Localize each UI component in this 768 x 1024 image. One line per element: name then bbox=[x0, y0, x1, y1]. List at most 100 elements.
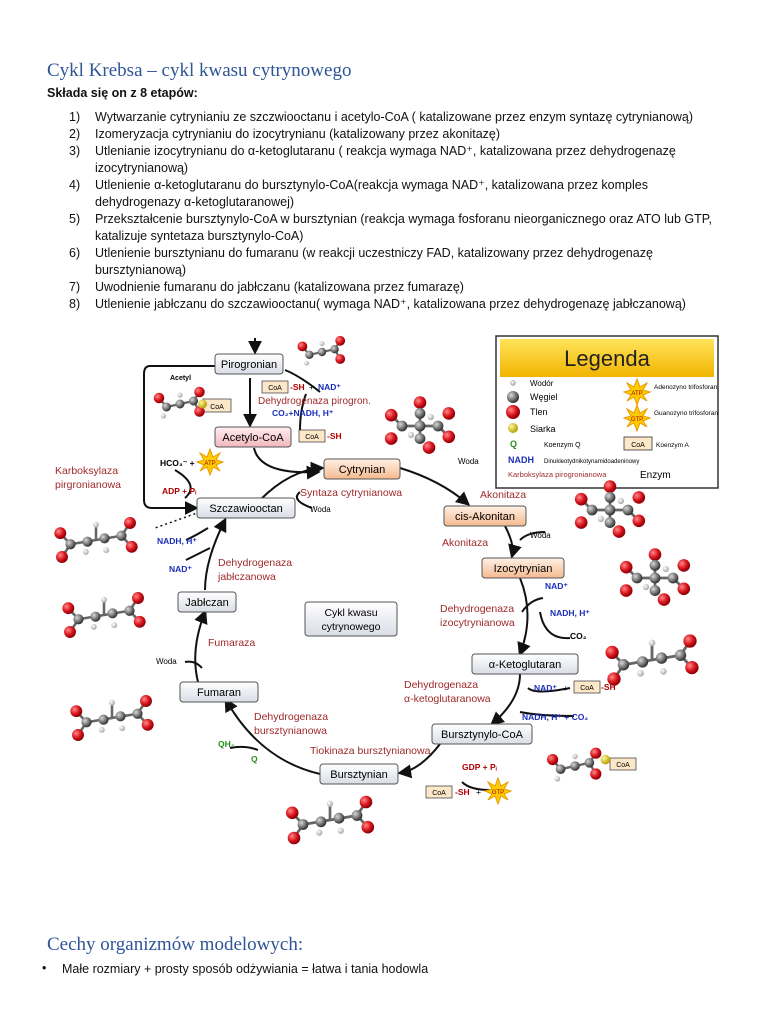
section-title: Cechy organizmów modelowych: bbox=[47, 934, 304, 955]
node-pirogronian: Pirogronian bbox=[214, 353, 284, 375]
node-jablczan: Jabłczan bbox=[177, 591, 237, 613]
molecule-pirogronian bbox=[298, 336, 346, 366]
co2-nadh-label: CO₂+NADH, H⁺ bbox=[272, 408, 334, 418]
list-item: 3)Utlenianie izocytrynianu do α-ketoglut… bbox=[47, 143, 727, 177]
sh-label: -SH bbox=[290, 382, 305, 392]
legend-enzyme-label: Enzym bbox=[640, 470, 671, 481]
legend-title: Legenda bbox=[564, 346, 650, 371]
co2-label: CO₂ bbox=[570, 631, 587, 641]
sh-label: -SH bbox=[455, 787, 470, 797]
node-bursztynian: Bursztynian bbox=[319, 763, 399, 785]
list-item: 5)Przekształcenie bursztynylo-CoA w burs… bbox=[47, 211, 727, 245]
list-item: 6) Utlenienie bursztynianu do fumaranu (w… bbox=[47, 245, 727, 279]
step-text: Utlenienie jabłczanu do szczawiooctanu( … bbox=[95, 297, 686, 311]
node-szczawiooctan: Szczawiooctan bbox=[196, 497, 296, 519]
molecule-cytrynian bbox=[385, 396, 455, 454]
legend-atp-label: Adenozyno trifosforan bbox=[654, 384, 718, 391]
enzyme-label: Karboksylaza bbox=[55, 465, 118, 477]
step-text: Utlenianie izocytrynianu do α-ketoglutar… bbox=[95, 144, 676, 175]
plus-label: + bbox=[309, 382, 314, 392]
node-acetylo-coa: Acetylo-CoA bbox=[214, 426, 292, 448]
nadh-label: NADH, H⁺ bbox=[550, 608, 590, 618]
plus-label: + bbox=[563, 683, 568, 693]
legend: Legenda Wodór Węgiel Tlen Siarka Q Koenz… bbox=[495, 335, 719, 489]
svg-text:Izocytrynian: Izocytrynian bbox=[494, 563, 553, 575]
atp-icon: ATP bbox=[623, 378, 651, 406]
steps-list: 1) Wytwarzanie cytrynianiu ze szczwioocta… bbox=[47, 109, 727, 313]
svg-text:Cykl kwasu: Cykl kwasu bbox=[324, 607, 377, 619]
legend-tlen: Tlen bbox=[530, 407, 548, 417]
list-item: 2) Izomeryzacja cytrynianiu do izocytryni… bbox=[47, 126, 727, 143]
step-text: Izomeryzacja cytrynianiu do izocytrynian… bbox=[95, 127, 501, 141]
molecule-jablczan bbox=[62, 592, 145, 638]
acetyl-label: Acetyl bbox=[170, 375, 191, 382]
legend-wegiel: Węgiel bbox=[530, 392, 558, 402]
nad-label: NAD⁺ bbox=[318, 382, 341, 392]
enzyme-label: α-ketoglutaranowa bbox=[404, 693, 491, 705]
step-text: Uwodnienie fumaranu do jabłczanu (katali… bbox=[95, 280, 464, 294]
svg-text:GTP: GTP bbox=[492, 790, 504, 796]
step-text: Utlenienie bursztynianu do fumaranu (w r… bbox=[95, 246, 653, 277]
enzyme-label: Dehydrogenaza bbox=[218, 557, 292, 569]
list-item: 4)Utlenienie α-ketoglutaranu do bursztyn… bbox=[47, 177, 727, 211]
enzyme-label: Dehydrogenaza pirogron. bbox=[258, 396, 371, 407]
adp-label: ADP + Pᵢ bbox=[162, 486, 196, 496]
node-fumaran: Fumaran bbox=[179, 681, 259, 703]
q-label: Q bbox=[251, 754, 258, 764]
legend-siarka: Siarka bbox=[530, 424, 556, 434]
enzyme-label: pirgronianowa bbox=[55, 479, 121, 491]
coa-box: CoA bbox=[432, 790, 446, 797]
step-number: 2) bbox=[69, 127, 81, 141]
svg-text:ATP: ATP bbox=[204, 461, 215, 467]
gtp-icon: GTP bbox=[484, 777, 512, 805]
enzyme-label: Akonitaza bbox=[480, 489, 526, 501]
plus-label: + bbox=[476, 787, 481, 797]
coa-box: CoA bbox=[305, 434, 319, 441]
molecule-szczawiooctan bbox=[54, 517, 137, 563]
molecule-fumaran bbox=[70, 695, 153, 741]
molecule-izocytrynian bbox=[620, 548, 690, 606]
svg-text:Fumaran: Fumaran bbox=[197, 687, 241, 699]
svg-text:Pirogronian: Pirogronian bbox=[221, 359, 277, 371]
molecule-cis-akonitan bbox=[575, 480, 645, 538]
step-number: 5) bbox=[69, 212, 81, 226]
svg-text:cytrynowego: cytrynowego bbox=[322, 621, 381, 633]
step-number: 1) bbox=[69, 110, 81, 124]
node-bursztynylo-coa: Bursztynylo-CoA bbox=[431, 723, 533, 745]
legend-q-symbol: Q bbox=[510, 439, 517, 449]
molecule-acetyl bbox=[154, 387, 207, 419]
legend-nadh-label: Dinukleotydnikotynamidoadeninowy bbox=[544, 459, 639, 465]
gtp-icon: GTP bbox=[623, 404, 651, 432]
legend-gtp-label: Guanozyno trifosforan bbox=[654, 410, 718, 417]
cycle-arrows bbox=[143, 338, 575, 791]
legend-enzyme-sample: Karboksylaza pirogronianowa bbox=[508, 470, 607, 479]
svg-text:ATP: ATP bbox=[631, 391, 642, 397]
nadh-co2-label: NADH, H⁺ + CO₂ bbox=[522, 712, 588, 722]
svg-text:α-Ketoglutaran: α-Ketoglutaran bbox=[489, 659, 561, 671]
step-number: 6) bbox=[69, 246, 81, 260]
nad-label: NAD⁺ bbox=[534, 683, 557, 693]
enzyme-label: Tiokinaza bursztynianowa bbox=[310, 745, 431, 757]
molecule-ketoglutaran bbox=[605, 634, 698, 685]
step-text: Utlenienie α-ketoglutaranu do bursztynyl… bbox=[95, 178, 648, 209]
step-number: 8) bbox=[69, 297, 81, 311]
svg-text:GTP: GTP bbox=[631, 417, 643, 423]
nadh-label: NADH, H⁺ bbox=[157, 536, 197, 546]
svg-text:Jabłczan: Jabłczan bbox=[185, 597, 228, 609]
enzyme-label: Dehydrogenaza bbox=[404, 679, 478, 691]
svg-text:Acetylo-CoA: Acetylo-CoA bbox=[222, 432, 284, 444]
woda-label: Woda bbox=[310, 505, 331, 514]
list-item: 7)Uwodnienie fumaranu do jabłczanu (kata… bbox=[47, 279, 727, 296]
coa-box: CoA bbox=[268, 385, 282, 392]
coa-box: CoA bbox=[210, 404, 224, 411]
step-text: Wytwarzanie cytrynianiu ze szczwiooctanu… bbox=[95, 110, 694, 124]
enzyme-label: Syntaza cytrynianowa bbox=[300, 487, 402, 499]
list-item: 8) Utlenienie jabłczanu do szczawiooctanu… bbox=[47, 296, 727, 313]
woda-label: Woda bbox=[156, 657, 177, 666]
node-izocytrynian: Izocytrynian bbox=[481, 557, 565, 579]
bullet-item: Małe rozmiary + prosty sposób odżywiania… bbox=[42, 961, 428, 976]
coa-box: CoA bbox=[580, 685, 594, 692]
enzyme-label: Akonitaza bbox=[442, 537, 488, 549]
hco3-label: HCO₃⁻ + bbox=[160, 458, 195, 468]
sh-label: -SH bbox=[327, 431, 342, 441]
